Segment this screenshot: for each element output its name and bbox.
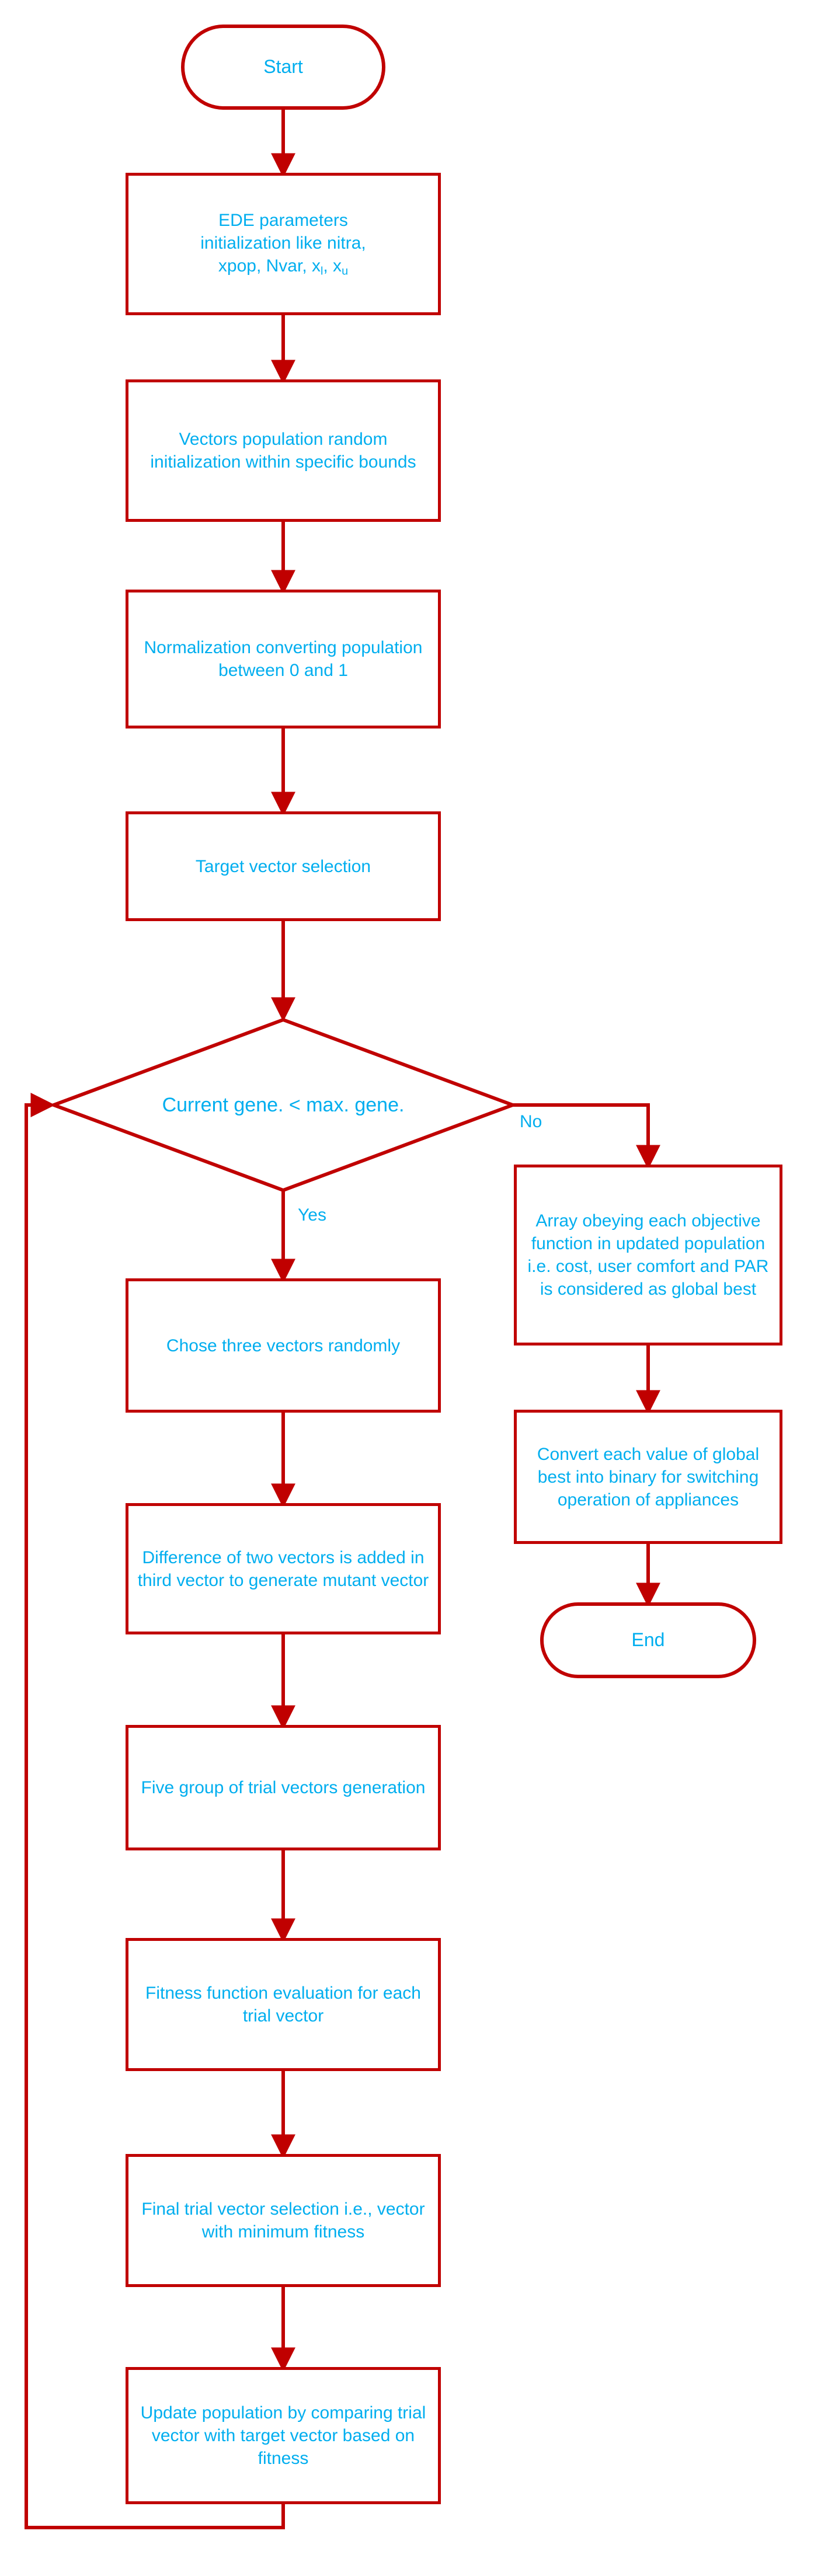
node-difference-mutant-vector[interactable]: Difference of two vectors is added in th… xyxy=(126,1503,441,1634)
edge-label-yes: Yes xyxy=(298,1205,326,1225)
node-chose-three-vectors[interactable]: Chose three vectors randomly xyxy=(126,1278,441,1413)
node-convert-global-best-binary-label: Convert each value of global best into b… xyxy=(537,1444,760,1510)
node-five-group-trial-vectors-label: Five group of trial vectors generation xyxy=(141,1778,426,1797)
node-target-vector-selection[interactable]: Target vector selection xyxy=(126,811,441,921)
node-ede-parameters-sub-u: u xyxy=(342,264,349,278)
node-final-trial-vector-selection[interactable]: Final trial vector selection i.e., vecto… xyxy=(126,2154,441,2287)
node-fitness-function-evaluation-label: Fitness function evaluation for each tri… xyxy=(145,1984,421,2026)
node-end[interactable]: End xyxy=(540,1602,756,1678)
node-end-label: End xyxy=(631,1629,665,1651)
edge-label-no-text: No xyxy=(520,1112,542,1131)
node-array-objective-global-best-label: Array obeying each objective function in… xyxy=(527,1211,769,1299)
node-ede-parameters-sub-l: l xyxy=(320,264,323,278)
node-vectors-initialization[interactable]: Vectors population random initialization… xyxy=(126,379,441,522)
node-decision-current-gene-label: Current gene. < max. gene. xyxy=(162,1093,405,1116)
node-five-group-trial-vectors[interactable]: Five group of trial vectors generation xyxy=(126,1725,441,1850)
node-array-objective-global-best[interactable]: Array obeying each objective function in… xyxy=(514,1165,782,1345)
node-ede-parameters-line3: xpop, Nvar, xl, xu xyxy=(194,255,371,279)
node-start-label: Start xyxy=(263,56,303,78)
node-vectors-initialization-label: Vectors population random initialization… xyxy=(150,430,416,472)
node-chose-three-vectors-label: Chose three vectors randomly xyxy=(166,1336,401,1355)
node-convert-global-best-binary[interactable]: Convert each value of global best into b… xyxy=(514,1410,782,1544)
node-start[interactable]: Start xyxy=(181,25,385,110)
node-target-vector-selection-label: Target vector selection xyxy=(195,856,371,876)
edge-label-yes-text: Yes xyxy=(298,1205,326,1225)
node-ede-parameters-line1: EDE parameters xyxy=(218,210,348,230)
node-final-trial-vector-selection-label: Final trial vector selection i.e., vecto… xyxy=(141,2199,425,2242)
node-normalization-label: Normalization converting population betw… xyxy=(144,638,423,680)
node-ede-parameters-line3-pre: xpop, Nvar, x xyxy=(218,256,321,276)
node-ede-parameters-text: EDE parameters initialization like nitra… xyxy=(194,209,371,279)
node-normalization[interactable]: Normalization converting population betw… xyxy=(126,590,441,728)
node-update-population-label: Update population by comparing trial vec… xyxy=(140,2403,426,2468)
edge-label-no: No xyxy=(520,1112,542,1132)
node-ede-parameters[interactable]: EDE parameters initialization like nitra… xyxy=(126,173,441,315)
node-fitness-function-evaluation[interactable]: Fitness function evaluation for each tri… xyxy=(126,1938,441,2071)
node-ede-parameters-line3-mid: , x xyxy=(323,256,342,276)
node-ede-parameters-line2: initialization like nitra, xyxy=(200,233,366,253)
node-decision-current-gene[interactable]: Current gene. < max. gene. xyxy=(54,1020,513,1190)
node-update-population[interactable]: Update population by comparing trial vec… xyxy=(126,2367,441,2504)
node-difference-mutant-vector-label: Difference of two vectors is added in th… xyxy=(137,1547,429,1590)
